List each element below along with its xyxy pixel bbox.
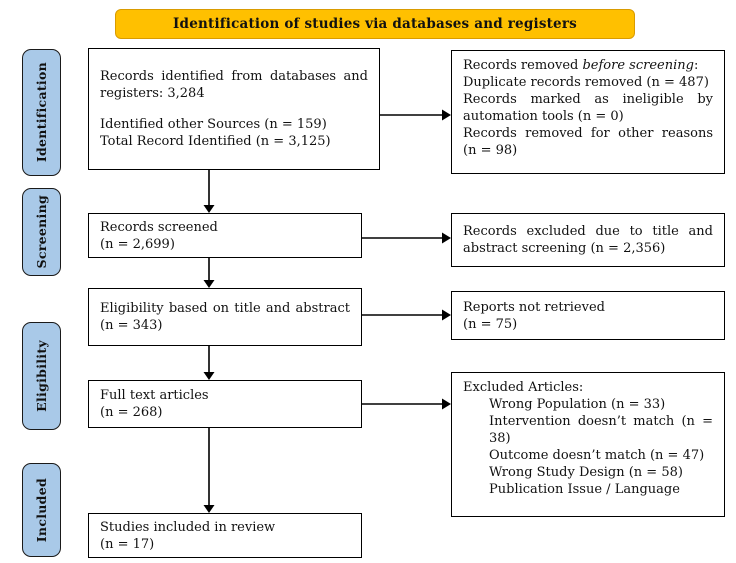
banner-title: Identification of studies via databases … [115,9,635,39]
eligibility-para: Eligibility based on title and abstract … [100,301,350,333]
arrowhead-down-1 [203,205,215,213]
records-identified-para: Records identified from databases and re… [100,69,368,101]
excluded-item-intervention: Intervention doesn’t match (n = 38) [489,414,713,446]
records-screened-line2: (n = 2,699) [100,236,175,252]
arrowhead-down-3 [203,372,215,380]
not-retrieved-line1: Reports not retrieved [463,299,605,315]
excluded-item-outcome: Outcome doesn’t match (n = 47) [489,448,705,463]
box-eligibility-title-abstract: Eligibility based on title and abstract … [88,288,362,346]
excluded-item-publication: Publication Issue / Language [489,482,680,497]
records-removed-title-italic: before screening [582,58,694,73]
banner-title-text: Identification of studies via databases … [173,16,577,32]
included-line2: (n = 17) [100,536,155,552]
box-records-identified: Records identified from databases and re… [88,48,380,170]
stage-label-identification: Identification [22,49,61,176]
arrowhead-down-2 [203,280,215,288]
stage-label-included: Included [22,463,61,557]
excluded-articles-title: Excluded Articles: [463,380,584,395]
box-records-excluded-screening: Records excluded due to title and abstra… [451,213,725,267]
fulltext-line1: Full text articles [100,388,209,403]
stage-label-screening-text: Screening [34,195,49,269]
records-other-sources-line: Identified other Sources (n = 159) [100,117,327,132]
stage-label-eligibility-text: Eligibility [34,340,49,412]
not-retrieved-line2: (n = 75) [463,316,518,332]
records-screened-line1: Records screened [100,219,218,235]
records-removed-title: Records removed before screening: [463,57,713,74]
records-excluded-para: Records excluded due to title and abstra… [463,224,713,256]
records-removed-title-prefix: Records removed [463,58,583,73]
stage-label-screening: Screening [22,188,61,276]
removed-item-automation: Records marked as ineligible by automati… [463,92,713,124]
records-total-line: Total Record Identified (n = 3,125) [100,134,331,149]
arrowhead-right-3 [442,309,451,321]
stage-label-included-text: Included [34,477,49,543]
stage-label-identification-text: Identification [34,62,49,163]
arrowhead-right-2 [442,232,451,244]
arrowhead-right-4 [442,398,451,410]
fulltext-line2: (n = 268) [100,405,163,420]
records-removed-title-suffix: : [693,58,699,73]
excluded-item-study-design: Wrong Study Design (n = 58) [489,465,683,480]
box-reports-not-retrieved: Reports not retrieved (n = 75) [451,291,725,340]
box-records-screened: Records screened (n = 2,699) [88,213,362,258]
box-full-text-articles: Full text articles (n = 268) [88,380,362,428]
included-line1: Studies included in review [100,519,276,535]
box-studies-included: Studies included in review (n = 17) [88,513,362,558]
arrowhead-down-4 [203,505,215,513]
stage-label-eligibility: Eligibility [22,322,61,430]
box-excluded-articles: Excluded Articles: Wrong Population (n =… [451,372,725,517]
arrowhead-right-1 [442,109,451,121]
removed-item-duplicates: Duplicate records removed (n = 487) [463,75,709,90]
box-records-removed-before-screening: Records removed before screening: Duplic… [451,50,725,174]
removed-item-other-reasons: Records removed for other reasons (n = 9… [463,126,713,158]
excluded-item-population: Wrong Population (n = 33) [489,397,666,412]
